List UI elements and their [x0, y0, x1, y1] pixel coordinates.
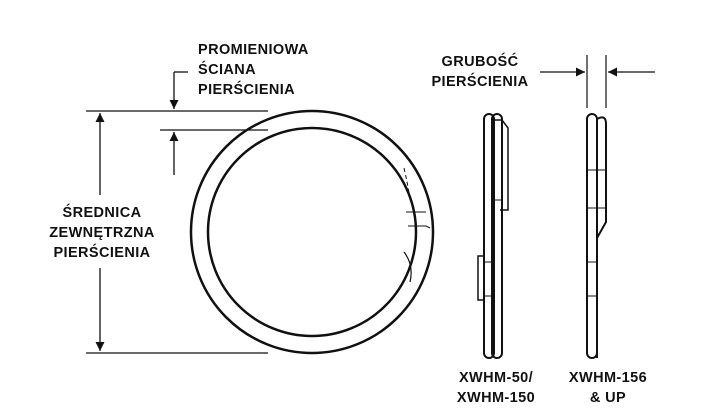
outer-diameter-label-line-2: ZEWNĘTRZNA [49, 225, 155, 241]
radial-wall-label-line-1: PROMIENIOWA [198, 42, 309, 58]
outer-diameter-label-line-3: PIERŚCIENIA [53, 245, 151, 261]
model-b-label-line-2: & UP [589, 390, 627, 406]
thickness-label: GRUBOŚĆ PIERŚCIENIA [420, 52, 540, 92]
ring-inner-circle [206, 126, 418, 338]
ring-front-view [189, 109, 435, 355]
model-a-label-line-1: XWHM-50/ [458, 370, 534, 386]
thickness-dimension [540, 55, 655, 108]
side-view-xwhm-50-150 [477, 113, 509, 359]
radial-wall-label: PROMIENIOWA ŚCIANA PIERŚCIENIA [198, 40, 309, 100]
ring-outer-circle [189, 109, 435, 355]
model-a-label-line-2: XWHM-150 [456, 390, 536, 406]
outer-diameter-label-line-1: ŚREDNICA [62, 205, 142, 221]
radial-wall-dimension [160, 71, 268, 175]
thickness-label-line-1: GRUBOŚĆ [441, 54, 519, 70]
model-b-label: XWHM-156 & UP [552, 368, 664, 408]
outer-diameter-label: ŚREDNICA ZEWNĘTRZNA PIERŚCIENIA [28, 203, 176, 263]
model-a-label: XWHM-50/ XWHM-150 [440, 368, 552, 408]
side-view-xwhm-156-up [586, 113, 607, 359]
ring-gap-line-2 [408, 225, 431, 229]
model-b-label-line-1: XWHM-156 [568, 370, 648, 386]
radial-wall-label-line-2: ŚCIANA [198, 62, 256, 78]
thickness-label-line-2: PIERŚCIENIA [431, 74, 529, 90]
outer-diameter-dimension [86, 110, 268, 354]
ring-end-curve [403, 251, 412, 283]
ring-gap-hidden-line [403, 167, 411, 201]
radial-wall-label-line-3: PIERŚCIENIA [198, 82, 296, 98]
